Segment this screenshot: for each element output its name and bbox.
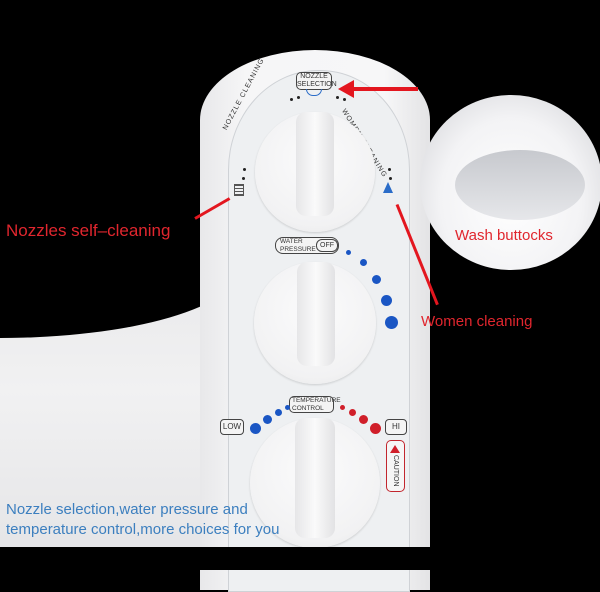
temperature-line2: CONTROL [292, 405, 324, 412]
pressure-level-dot-3 [372, 275, 381, 284]
nozzle-selection-arrowhead [338, 80, 354, 98]
nozzle-selection-arrow [352, 87, 418, 91]
arc-dot [242, 177, 245, 180]
women-cleaning-icon [383, 182, 393, 193]
arc-dot [388, 168, 391, 171]
nozzle-selection-line2: SELECTION [297, 81, 337, 88]
water-pressure-line2: PRESSURE [280, 245, 316, 253]
water-pressure-off-label: OFF [316, 239, 338, 252]
women-cleaning-annotation: Women cleaning [421, 313, 533, 330]
temperature-knob-grip[interactable] [295, 418, 335, 538]
water-pressure-tag: WATER PRESSURE [275, 237, 339, 254]
feature-caption: Nozzle selection,water pressure and temp… [6, 500, 279, 540]
caution-label: CAUTION [392, 455, 399, 487]
water-pressure-knob-grip[interactable] [297, 262, 335, 366]
toilet-seat-opening [455, 150, 585, 220]
temp-cold-dot-2 [275, 409, 282, 416]
temp-hot-dot-3 [359, 415, 368, 424]
temp-cold-dot-3 [263, 415, 272, 424]
caution-badge: CAUTION [386, 440, 405, 492]
temp-hot-dot-4 [370, 423, 381, 434]
temperature-control-tag: TEMPERATURE CONTROL [289, 396, 341, 413]
warning-triangle-icon [390, 445, 400, 453]
temperature-high-label: HI [385, 419, 407, 435]
nozzle-selection-tag: NOZZLE SELECTION [296, 72, 337, 90]
nozzles-self-cleaning-annotation: Nozzles self–cleaning [6, 221, 171, 240]
wash-buttocks-annotation: Wash buttocks [455, 227, 553, 244]
pressure-level-dot-1 [346, 250, 351, 255]
temp-cold-dot-4 [250, 423, 261, 434]
temp-hot-dot-2 [349, 409, 356, 416]
arc-dot [389, 177, 392, 180]
nozzle-selection-line1: NOZZLE [300, 73, 328, 80]
arc-dot [336, 96, 339, 99]
bottom-bar [0, 547, 600, 570]
caption-line1: Nozzle selection,water pressure and [6, 501, 248, 518]
caption-line2: temperature control,more choices for you [6, 521, 280, 538]
pressure-level-dot-2 [360, 259, 367, 266]
temp-hot-dot-1 [340, 405, 345, 410]
temperature-low-label: LOW [220, 419, 244, 435]
nozzle-selection-knob-grip[interactable] [296, 112, 334, 216]
arc-dot [243, 168, 246, 171]
nozzle-cleaning-icon [234, 184, 244, 196]
pressure-level-dot-4 [381, 295, 392, 306]
water-pressure-line1: WATER [280, 238, 303, 245]
arc-dot [290, 98, 293, 101]
arc-dot [343, 98, 346, 101]
arc-dot [297, 96, 300, 99]
temperature-line1: TEMPERATURE [292, 397, 341, 404]
temp-cold-dot-1 [285, 405, 290, 410]
toilet-seat-inset-image [420, 95, 600, 270]
pressure-level-dot-5 [385, 316, 398, 329]
